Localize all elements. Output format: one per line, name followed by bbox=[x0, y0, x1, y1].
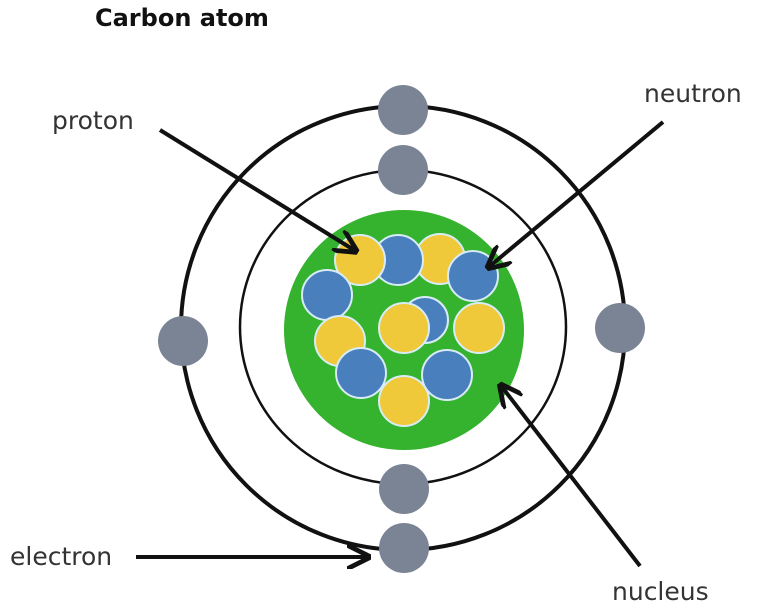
pointer-arrows bbox=[136, 120, 665, 568]
electron-particle bbox=[379, 523, 429, 573]
nucleus-label: nucleus bbox=[612, 577, 709, 604]
proton-arrow bbox=[158, 128, 354, 250]
neutron-arrow bbox=[490, 120, 665, 266]
nucleons bbox=[301, 233, 505, 427]
electron-particle bbox=[158, 316, 208, 366]
electron-particle bbox=[378, 145, 428, 195]
neutron-particle bbox=[301, 269, 353, 321]
neutron-label: neutron bbox=[644, 79, 742, 108]
proton-particle bbox=[378, 302, 430, 354]
nucleus-arrow bbox=[502, 387, 642, 568]
electron-particle bbox=[379, 464, 429, 514]
electron-label: electron bbox=[10, 542, 112, 571]
electrons bbox=[158, 85, 645, 573]
diagram-title: Carbon atom bbox=[95, 4, 269, 32]
proton-particle bbox=[378, 375, 430, 427]
electron-particle bbox=[595, 303, 645, 353]
proton-label: proton bbox=[52, 106, 134, 135]
neutron-particle bbox=[447, 250, 499, 302]
electron-particle bbox=[378, 85, 428, 135]
neutron-particle bbox=[421, 349, 473, 401]
proton-particle bbox=[453, 302, 505, 354]
neutron-particle bbox=[335, 347, 387, 399]
